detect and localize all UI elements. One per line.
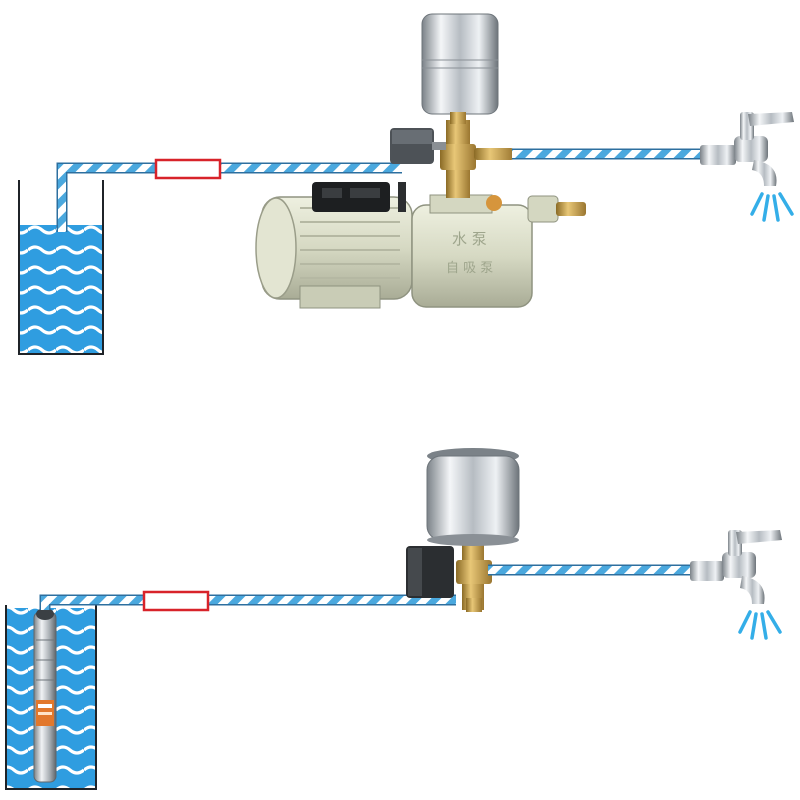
water-tank-top (18, 180, 104, 355)
brass-tee-top (440, 120, 514, 198)
inline-filter-top (154, 158, 222, 180)
bottom-system (5, 448, 782, 790)
top-system: 水 泵 自 吸 泵 (18, 13, 794, 355)
pump-body-lettering: 水 泵 (452, 230, 487, 248)
faucet-top (700, 112, 794, 186)
centrifugal-pump: 水 泵 自 吸 泵 (255, 182, 586, 309)
pump-model-lettering: 自 吸 泵 (446, 261, 493, 276)
pressure-switch-bottom (406, 546, 454, 598)
pressure-tank-bottom (426, 448, 520, 546)
faucet-bottom (690, 530, 782, 604)
pressure-tank-top (421, 13, 499, 124)
pressure-switch-top (390, 128, 446, 164)
suction-pipe-top (56, 162, 402, 232)
water-spray-top (750, 192, 794, 222)
submersible-pump (33, 608, 57, 783)
brass-tee-bottom (456, 540, 492, 612)
water-spray-bottom (738, 610, 782, 640)
inline-filter-bottom (142, 590, 210, 612)
supply-pipe-bottom (39, 594, 456, 610)
